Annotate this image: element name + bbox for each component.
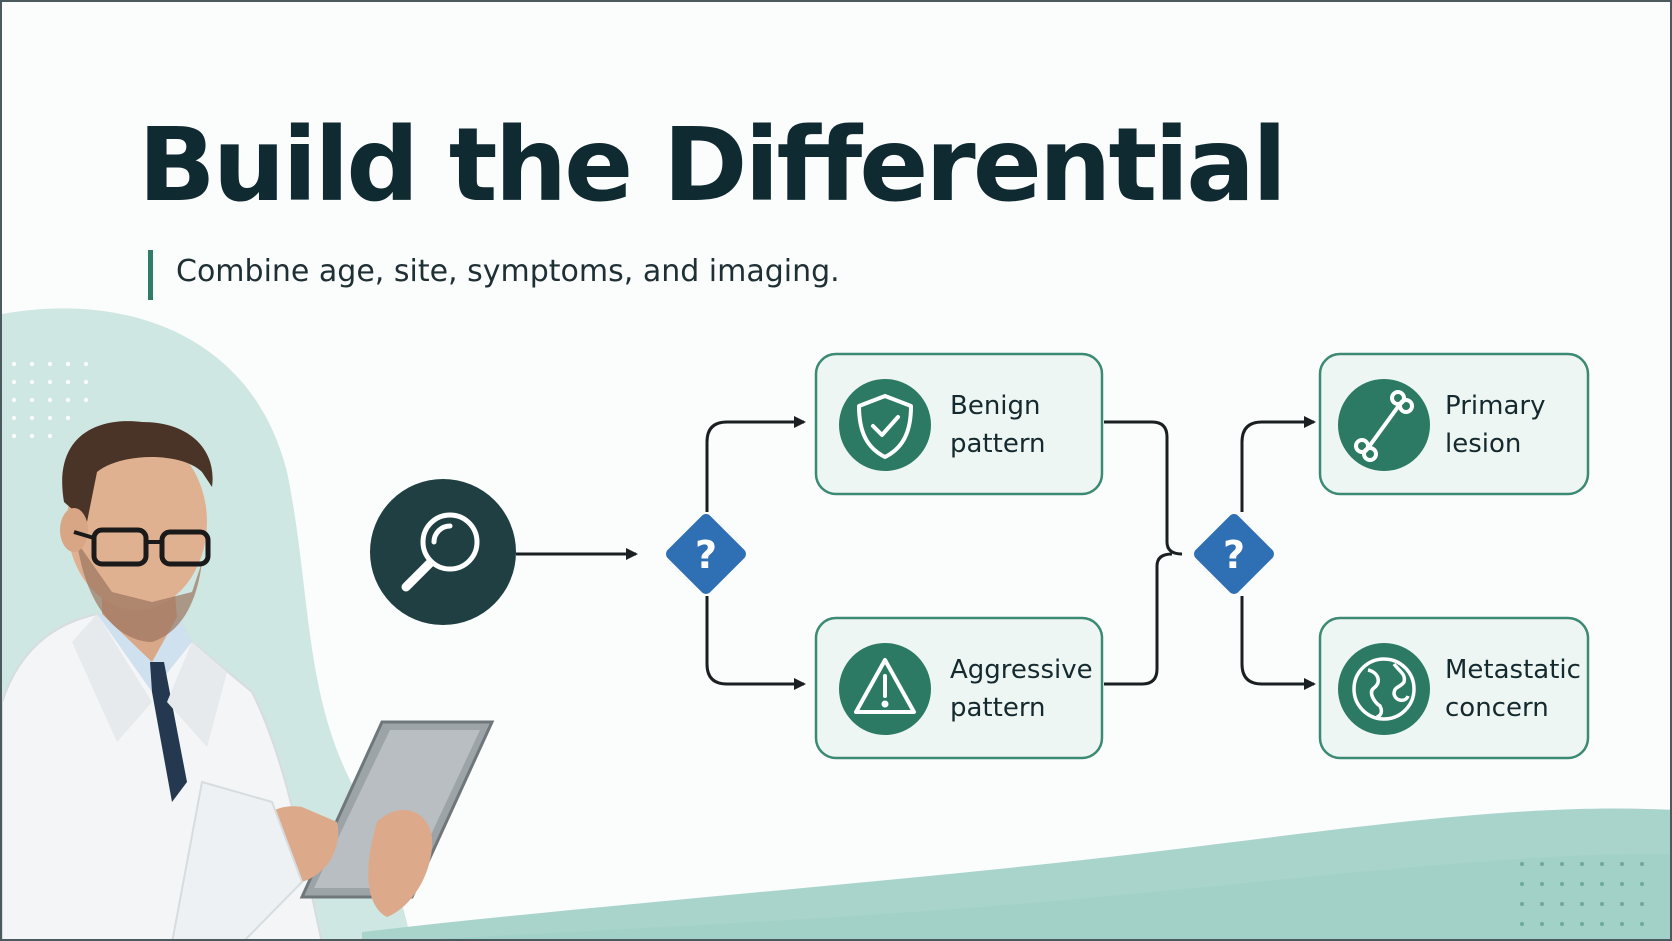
connector-aggressive-to-merge — [1104, 552, 1173, 686]
decision-2-label: ? — [1223, 533, 1245, 577]
node-primary-label: Primary lesion — [1445, 391, 1546, 459]
decision-1-label: ? — [695, 533, 717, 577]
connector-decision-to-aggressive — [705, 596, 806, 690]
doctor-illustration — [2, 421, 495, 939]
node-aggressive-label: Aggressive pattern — [950, 655, 1093, 723]
node-benign — [814, 352, 1104, 496]
slide-subtitle: Combine age, site, symptoms, and imaging… — [176, 254, 840, 289]
globe-icon — [1352, 657, 1416, 721]
warning-triangle-icon — [854, 658, 916, 714]
connector-decision2-to-primary — [1240, 416, 1316, 512]
decision-diamond-2: ? — [1194, 514, 1274, 594]
node-metastatic-label: Metastatic concern — [1445, 655, 1581, 723]
node-primary — [1318, 352, 1590, 496]
dot-pattern-right — [1520, 862, 1644, 926]
magnifier-icon — [401, 512, 480, 592]
connector-benign-to-merge — [1104, 420, 1183, 556]
node-benign-label: Benign pattern — [950, 391, 1046, 459]
slide-title: Build the Differential — [138, 106, 1287, 225]
node-aggressive — [814, 616, 1104, 760]
shield-check-icon — [857, 394, 913, 459]
decision-diamond-1: ? — [666, 514, 746, 594]
subtitle-accent-bar — [148, 250, 153, 300]
bottom-wave-light — [435, 853, 1670, 939]
dot-pattern-left — [11, 361, 89, 439]
bone-icon — [1354, 390, 1414, 462]
connector-decision-to-benign — [705, 416, 806, 512]
connector-decision2-to-metastatic — [1240, 596, 1316, 690]
connectors — [516, 416, 1316, 690]
node-metastatic — [1318, 616, 1590, 760]
start-node — [370, 479, 516, 625]
